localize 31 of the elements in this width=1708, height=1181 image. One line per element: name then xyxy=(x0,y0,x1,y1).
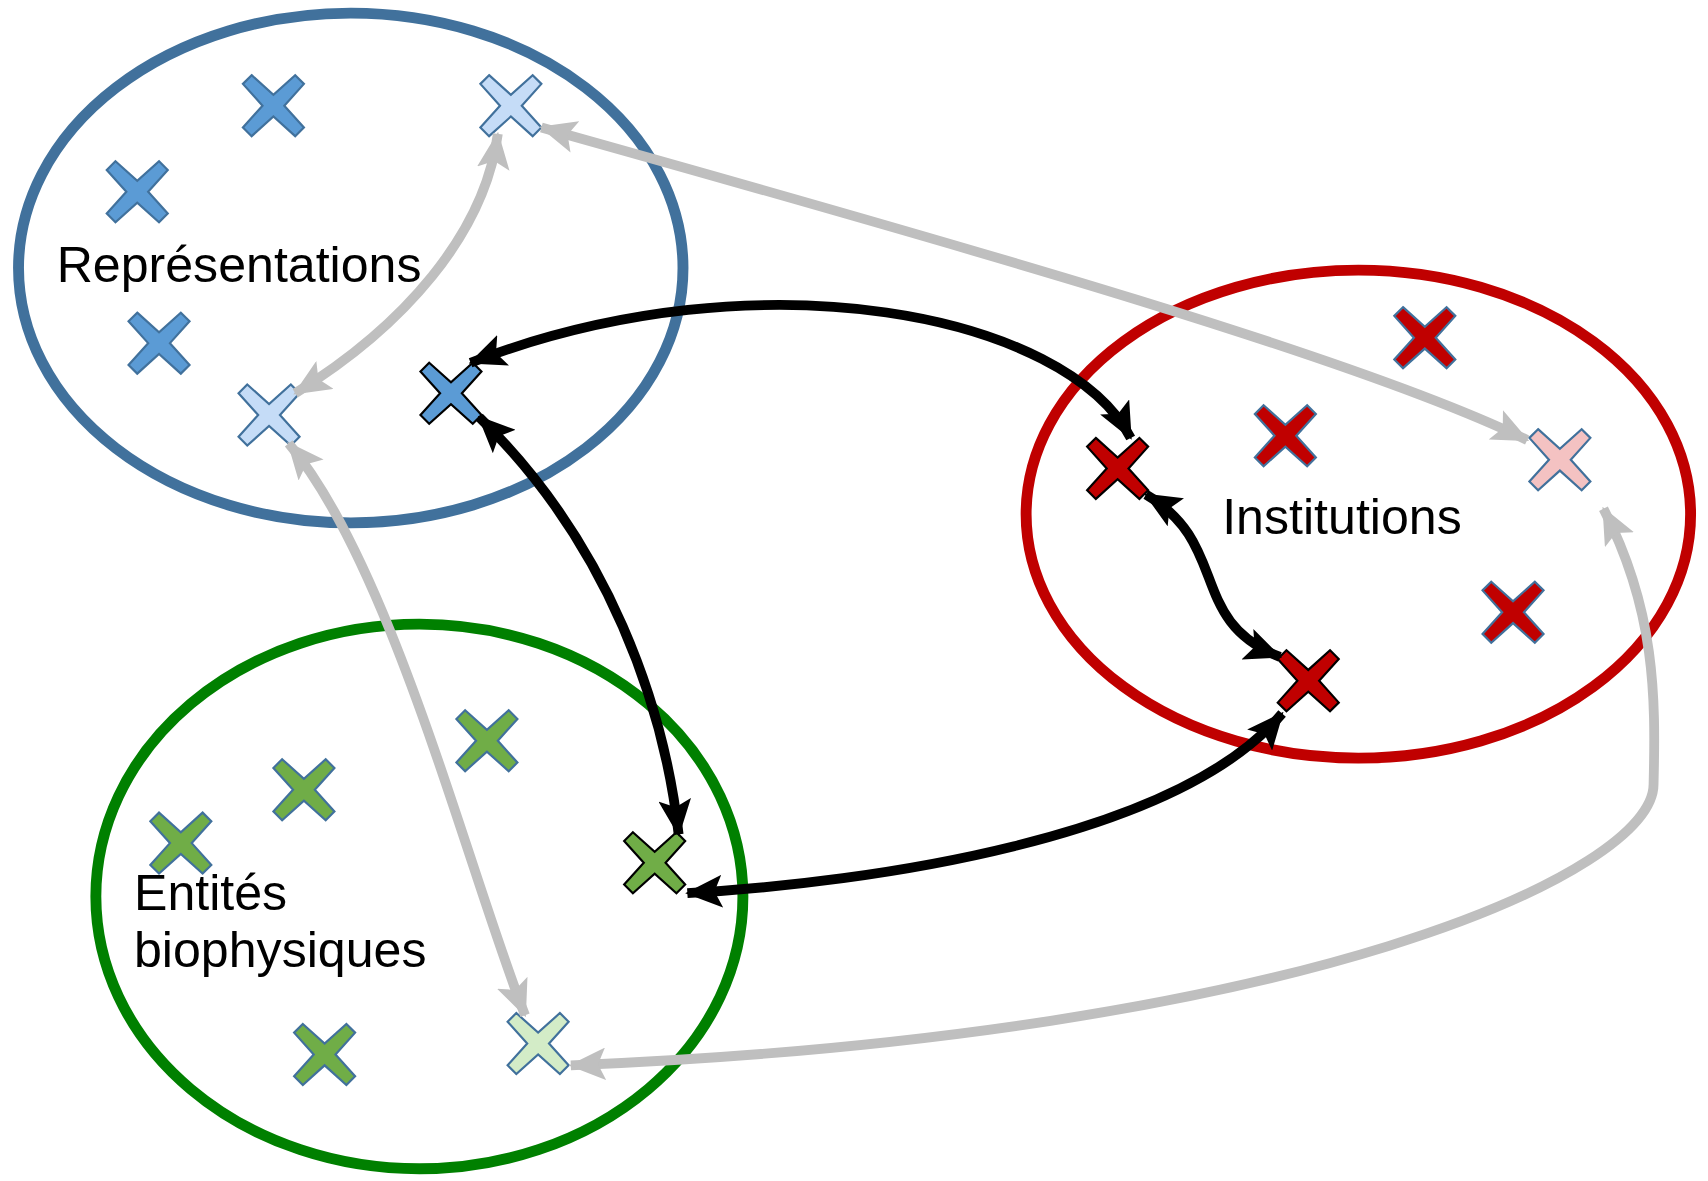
group-label: Institutions xyxy=(1222,488,1463,546)
ellipse-region xyxy=(13,7,689,529)
cross-marker xyxy=(478,73,544,139)
cross-marker xyxy=(1392,305,1458,371)
double-arrow xyxy=(468,300,1135,441)
cross-marker xyxy=(1527,427,1593,493)
cross-marker xyxy=(236,382,302,448)
ellipse-region xyxy=(1020,264,1697,764)
double-arrow xyxy=(284,440,530,1018)
cross-marker xyxy=(1480,579,1546,645)
cross-marker xyxy=(454,708,520,774)
ellipse-region xyxy=(90,618,749,1175)
cross-marker xyxy=(126,310,192,376)
cross-marker xyxy=(622,830,688,896)
cross-marker xyxy=(291,1021,358,1088)
double-arrow xyxy=(1143,490,1283,662)
group-label: Entités biophysiques xyxy=(134,863,428,980)
cross-marker xyxy=(1252,403,1319,469)
double-arrow xyxy=(685,710,1286,908)
double-arrow xyxy=(475,413,691,837)
double-arrow xyxy=(292,131,508,398)
double-arrow xyxy=(568,506,1660,1080)
double-arrow xyxy=(539,121,1530,445)
cross-marker xyxy=(1275,648,1341,714)
group-label: Représentations xyxy=(56,236,423,294)
cross-marker xyxy=(240,73,307,139)
cross-marker xyxy=(1084,435,1151,502)
cross-marker xyxy=(418,360,484,426)
cross-marker xyxy=(505,1010,571,1077)
cross-marker xyxy=(104,159,170,225)
cross-marker xyxy=(271,757,337,823)
